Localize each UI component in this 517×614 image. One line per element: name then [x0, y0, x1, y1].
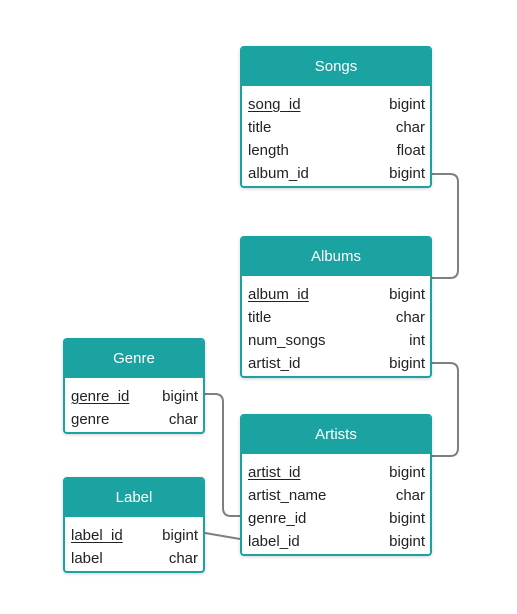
- column-name: label_id: [248, 533, 300, 550]
- column-type: char: [168, 550, 198, 567]
- column-type: bigint: [389, 510, 425, 527]
- table-title: Label: [65, 479, 203, 517]
- table-label[interactable]: Label label_id bigint label char: [63, 477, 205, 573]
- connector-songs-albums: [432, 173, 459, 279]
- column-name: title: [248, 309, 272, 326]
- table-row: artist_id bigint: [248, 352, 425, 375]
- table-row: genre_id bigint: [248, 507, 425, 530]
- connector-label-artists: [204, 532, 241, 540]
- table-row: genre char: [71, 408, 198, 431]
- table-row: label char: [71, 547, 198, 570]
- column-name: genre_id: [248, 510, 307, 527]
- column-type: char: [395, 119, 425, 136]
- column-type: bigint: [389, 533, 425, 550]
- column-name: label_id: [71, 527, 123, 544]
- column-name: length: [248, 142, 289, 159]
- column-type: char: [395, 309, 425, 326]
- column-type: bigint: [389, 165, 425, 182]
- table-row: album_id bigint: [248, 162, 425, 185]
- table-row: label_id bigint: [248, 530, 425, 553]
- table-row: length float: [248, 139, 425, 162]
- column-type: char: [395, 487, 425, 504]
- table-row: genre_id bigint: [71, 385, 198, 408]
- table-row: num_songs int: [248, 329, 425, 352]
- column-name: artist_id: [248, 355, 301, 372]
- column-name: genre: [71, 411, 110, 428]
- table-title: Artists: [242, 416, 430, 454]
- column-name: artist_name: [248, 487, 327, 504]
- column-type: bigint: [162, 388, 198, 405]
- table-row: title char: [248, 306, 425, 329]
- connector-albums-artists: [432, 362, 459, 457]
- table-title: Genre: [65, 340, 203, 378]
- table-row: label_id bigint: [71, 524, 198, 547]
- column-name: song_id: [248, 96, 301, 113]
- column-type: int: [409, 332, 425, 349]
- column-name: title: [248, 119, 272, 136]
- column-name: artist_id: [248, 464, 301, 481]
- column-type: bigint: [389, 96, 425, 113]
- connector-genre-artists: [205, 393, 240, 517]
- table-row: album_id bigint: [248, 283, 425, 306]
- table-row: title char: [248, 116, 425, 139]
- table-albums[interactable]: Albums album_id bigint title char num_so…: [240, 236, 432, 378]
- column-type: bigint: [389, 355, 425, 372]
- column-name: genre_id: [71, 388, 130, 405]
- table-row: artist_name char: [248, 484, 425, 507]
- table-genre[interactable]: Genre genre_id bigint genre char: [63, 338, 205, 434]
- column-type: bigint: [389, 464, 425, 481]
- table-title: Albums: [242, 238, 430, 276]
- column-type: char: [168, 411, 198, 428]
- table-artists[interactable]: Artists artist_id bigint artist_name cha…: [240, 414, 432, 556]
- column-type: float: [396, 142, 425, 159]
- column-name: album_id: [248, 286, 309, 303]
- table-songs[interactable]: Songs song_id bigint title char length f…: [240, 46, 432, 188]
- column-type: bigint: [162, 527, 198, 544]
- column-name: album_id: [248, 165, 309, 182]
- table-row: song_id bigint: [248, 93, 425, 116]
- column-type: bigint: [389, 286, 425, 303]
- column-name: label: [71, 550, 103, 567]
- column-name: num_songs: [248, 332, 326, 349]
- table-row: artist_id bigint: [248, 461, 425, 484]
- table-title: Songs: [242, 48, 430, 86]
